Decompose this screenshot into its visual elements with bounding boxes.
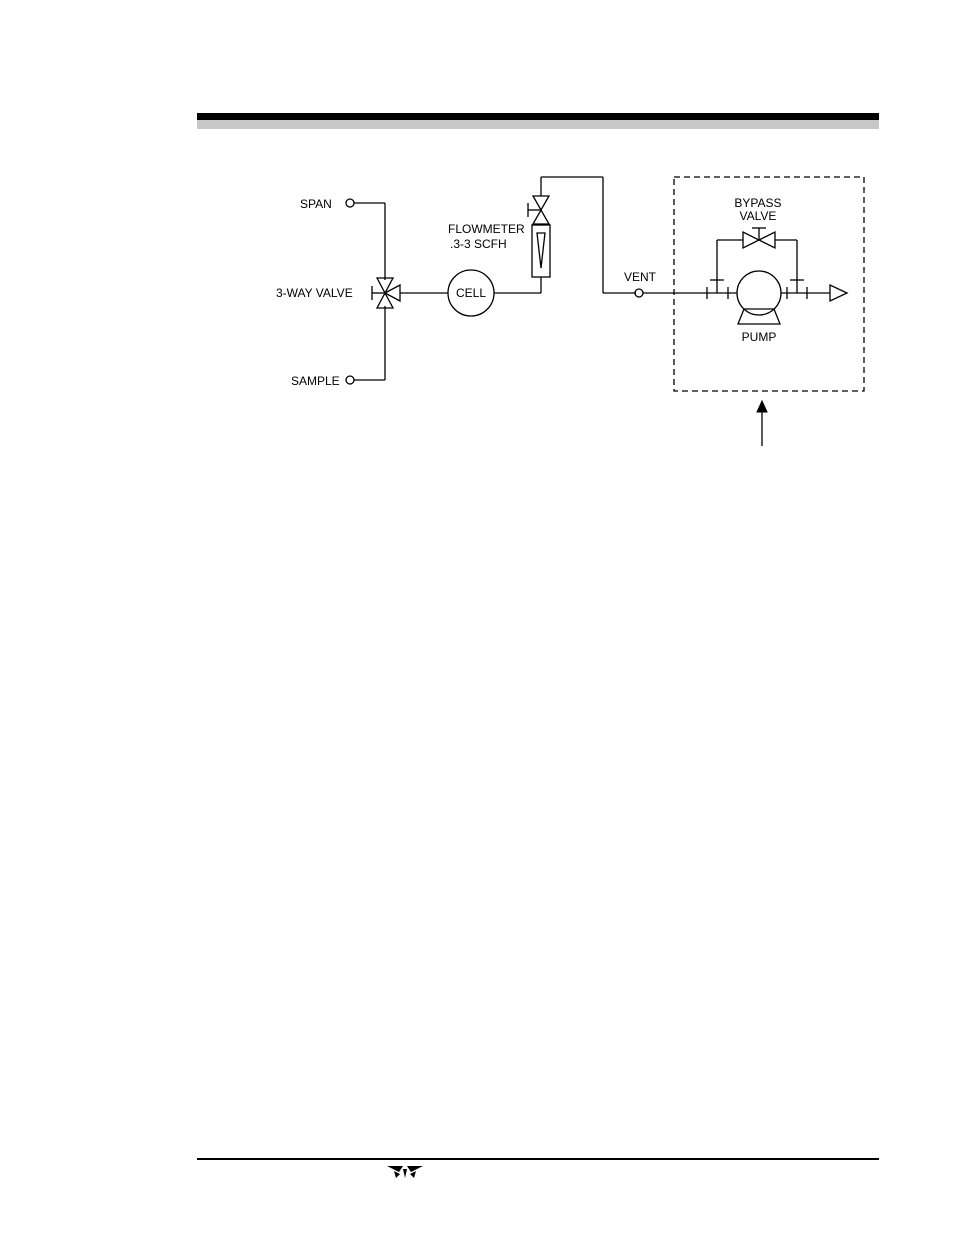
sample-label: SAMPLE bbox=[291, 374, 340, 388]
flowmeter-label: FLOWMETER bbox=[448, 222, 525, 236]
span-label: SPAN bbox=[300, 197, 332, 211]
vent-port bbox=[635, 289, 643, 297]
bypass-valve-label: VALVE bbox=[740, 209, 777, 223]
outlet-arrow bbox=[830, 285, 847, 301]
pump-label: PUMP bbox=[742, 330, 777, 344]
teledyne-logo-icon bbox=[386, 1163, 424, 1181]
footer-rule bbox=[197, 1158, 879, 1160]
three-way-valve-label: 3-WAY VALVE bbox=[276, 286, 353, 300]
flowmeter-range-label: .3-3 SCFH bbox=[450, 237, 507, 251]
pointer-arrowhead bbox=[757, 401, 767, 412]
flowmeter-needle-valve bbox=[528, 196, 549, 224]
cell-label: CELL bbox=[456, 286, 486, 300]
span-port bbox=[346, 199, 354, 207]
sample-port bbox=[346, 376, 354, 384]
vent-label: VENT bbox=[624, 270, 657, 284]
bypass-label: BYPASS bbox=[734, 196, 781, 210]
bypass-valve-symbol bbox=[743, 228, 775, 248]
three-way-valve-symbol bbox=[372, 278, 400, 308]
